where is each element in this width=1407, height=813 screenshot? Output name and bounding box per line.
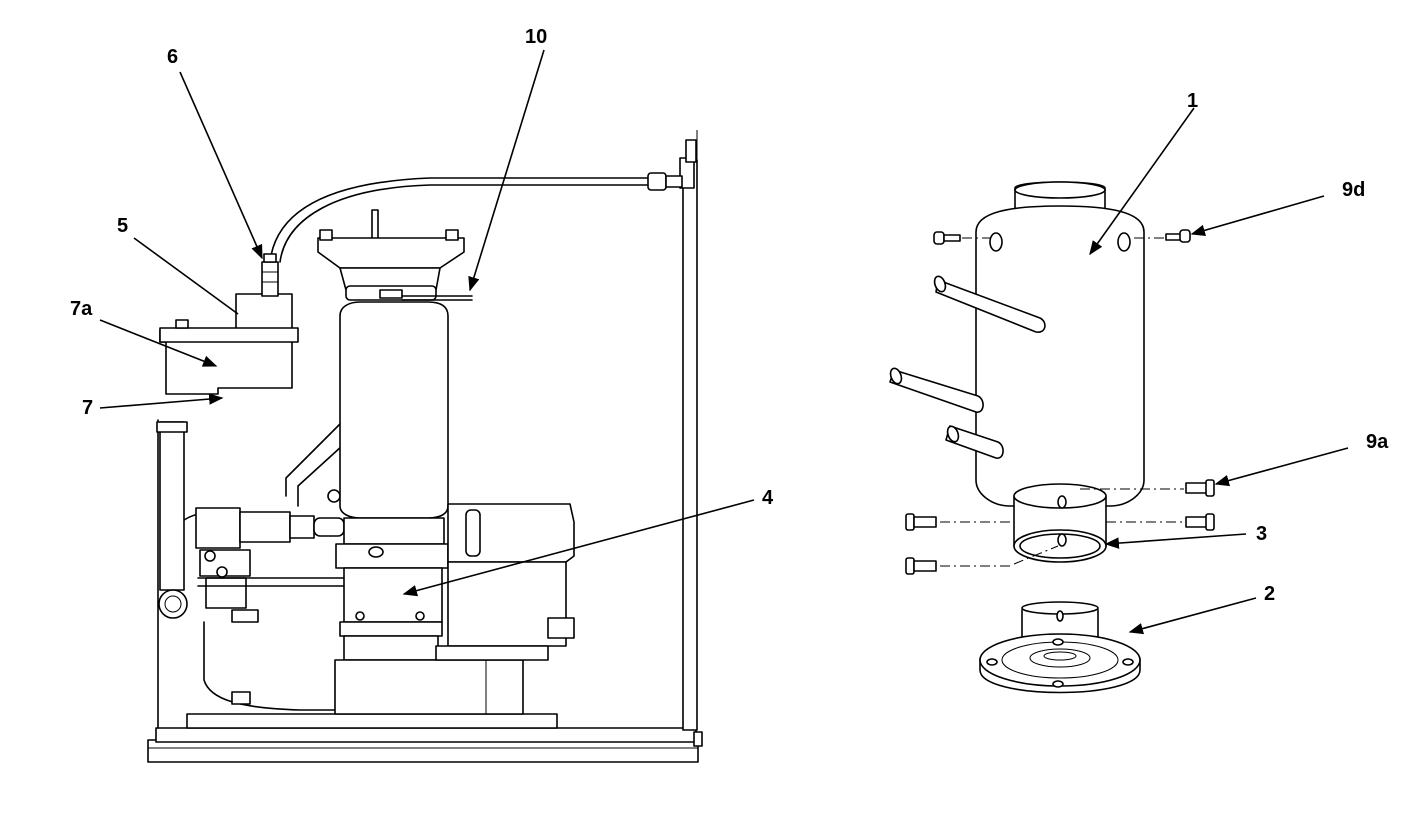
base-plate [186,713,558,729]
bolt-9a [1080,479,1215,497]
left-assembly-drawing [147,130,703,763]
callout-4: 4 [762,487,774,509]
leader-9d [1190,195,1325,236]
callout-6: 6 [167,46,178,68]
callout-9a: 9a [1366,431,1389,453]
tank-body [975,205,1145,507]
bolt-9d-left [933,231,990,245]
leader-7 [99,393,224,409]
leader-1 [1089,107,1195,256]
bolt-left-upper [905,513,1014,531]
callout-10: 10 [525,26,547,48]
bolt-9d-right [1134,229,1191,243]
leader-9a [1214,447,1349,487]
callout-3: 3 [1256,523,1267,545]
motor-cylinder [339,301,449,519]
callout-7a: 7a [70,298,93,320]
tube-fitting [261,261,279,297]
pump-base [334,659,524,715]
right-exploded-drawing [889,181,1215,694]
leader-2 [1128,597,1257,635]
leader-5 [133,237,239,315]
leader-7a [99,319,218,367]
callout-5: 5 [117,215,128,237]
filter-housing [159,293,293,395]
leader-lines [99,49,1349,635]
leader-10 [468,49,545,292]
leader-6 [179,71,263,260]
callout-labels: 6 10 5 7a 7 4 1 9d 9a 3 2 [70,26,1389,605]
callout-2: 2 [1264,583,1275,605]
leader-3 [1104,533,1247,549]
leader-4 [402,499,755,597]
callout-1: 1 [1187,90,1198,112]
bolt-right-upper [1106,513,1215,531]
base-frame [147,739,699,763]
pump-cap [317,237,465,269]
tubing [269,177,649,263]
shaft [371,209,379,241]
bolt-left-lower [905,545,1059,575]
callout-7: 7 [82,397,93,419]
callout-9d: 9d [1342,179,1365,201]
frame-post [682,159,698,731]
